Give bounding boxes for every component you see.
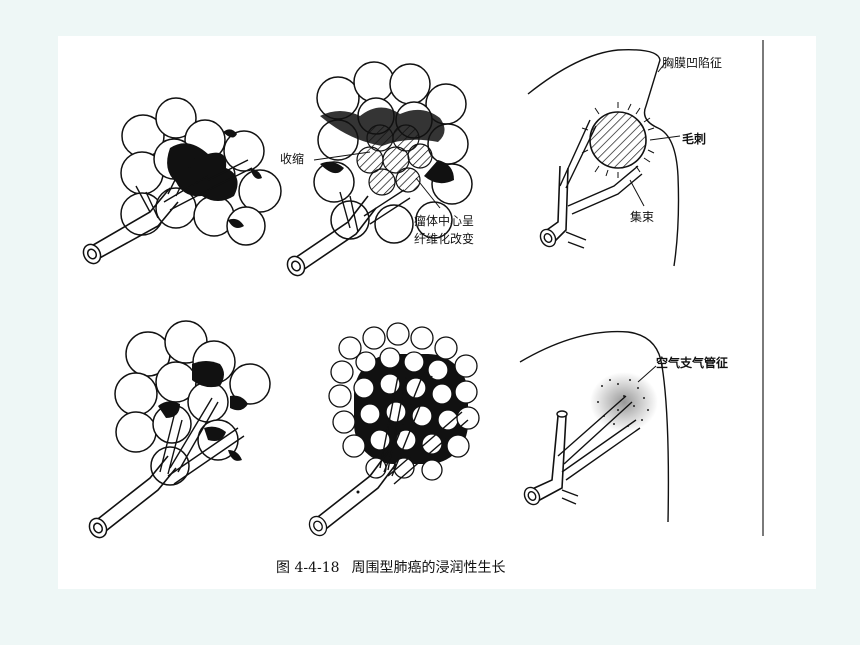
- panel-4-alveolar-infiltration: [88, 320, 271, 539]
- label-spiculation: 毛刺: [682, 132, 707, 146]
- figure-number: 图 4-4-18: [276, 560, 340, 576]
- label-air-bronchogram: 空气支气管征: [656, 356, 729, 370]
- label-center-fibrosis-line1: 瘤体中心呈: [414, 214, 475, 228]
- figure-illustration: [82, 40, 764, 539]
- figure-caption: 图 4-4-18 周围型肺癌的浸润性生长: [276, 557, 506, 577]
- figure-page: 收缩 瘤体中心呈 纤维化改变 胸膜凹陷征 毛刺 集束 空气支气管征 图 4-4-…: [58, 36, 816, 589]
- panel-1-early-infiltration: [82, 97, 282, 265]
- label-contraction: 收缩: [280, 152, 305, 166]
- label-bundle: 集束: [630, 210, 655, 224]
- panel-6-air-bronchogram: [519, 330, 670, 523]
- label-center-fibrosis-line2: 纤维化改变: [414, 232, 475, 246]
- label-pleural-indentation: 胸膜凹陷征: [662, 56, 723, 70]
- panel-5-diffuse-infiltration: [308, 322, 480, 537]
- panel-2-central-fibrosis: [286, 61, 473, 277]
- panel-3-pleural-retraction: [527, 49, 681, 267]
- figure-title: 周围型肺癌的浸润性生长: [351, 560, 506, 576]
